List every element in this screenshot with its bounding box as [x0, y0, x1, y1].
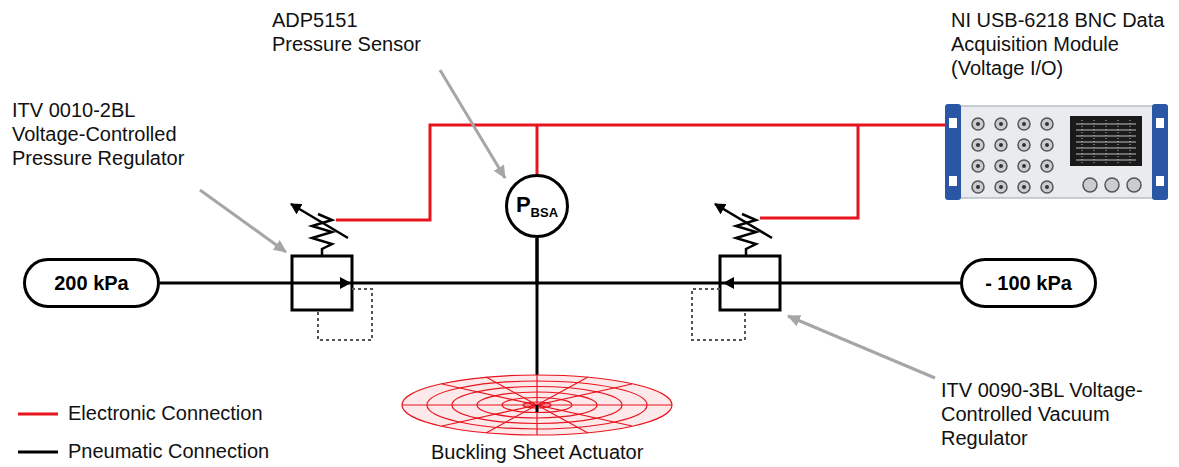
pressure-sensor: PBSA	[505, 174, 569, 238]
flow-arrow	[723, 277, 734, 289]
leader-arrow	[788, 316, 935, 378]
leader-arrow	[200, 190, 286, 252]
daq-device	[945, 104, 1168, 200]
electronic-wire	[760, 125, 858, 218]
pressure-value: 200 kPa	[54, 272, 129, 294]
adjust-arrow	[715, 204, 772, 238]
vacuum-source: - 100 kPa	[960, 258, 1097, 308]
flow-arrow	[340, 277, 351, 289]
text-group: PBSA	[516, 192, 558, 220]
spring-symbol	[736, 214, 756, 256]
electronic-wire	[536, 125, 539, 176]
regulator-callout: ITV 0090-3BL Voltage-Controlled Vacuum R…	[941, 378, 1146, 450]
pneumatic-connector	[537, 238, 960, 283]
legend-line-sample	[18, 449, 58, 455]
electronic-wire	[336, 125, 946, 220]
pressure-source: 200 kPa	[23, 258, 160, 308]
text-group: - 100 kPa	[985, 272, 1072, 295]
regulator-callout: ITV 0010-2BL Voltage-Controlled Pressure…	[12, 98, 212, 170]
regulator-symbol	[292, 256, 352, 310]
pneumatic-connector	[160, 238, 537, 283]
legend-text: Electronic Connection	[68, 402, 263, 425]
actuator-label: Buckling Sheet Actuator	[431, 440, 643, 464]
spring-symbol	[312, 214, 332, 256]
legend-text: Pneumatic Connection	[68, 440, 269, 463]
text-group: 200 kPa	[54, 272, 129, 295]
regulator-symbol	[720, 256, 780, 310]
pressure-value: - 100 kPa	[985, 272, 1072, 294]
daq-callout: NI USB-6218 BNC Data Acquisition Module …	[951, 8, 1166, 80]
pressure-symbol: P	[516, 192, 531, 217]
adjust-arrow	[291, 204, 348, 238]
legend-item: Pneumatic Connection	[18, 440, 269, 463]
pressure-subscript: BSA	[531, 205, 558, 220]
pneumatic-line	[536, 405, 539, 412]
leader-arrow	[440, 70, 505, 178]
legend-line-sample	[18, 411, 58, 417]
sensor-callout: ADP5151 Pressure Sensor	[272, 8, 442, 56]
exhaust-port	[318, 289, 372, 340]
buckling-sheet-actuator	[402, 375, 672, 435]
exhaust-port	[692, 289, 745, 340]
legend-item: Electronic Connection	[18, 402, 263, 425]
